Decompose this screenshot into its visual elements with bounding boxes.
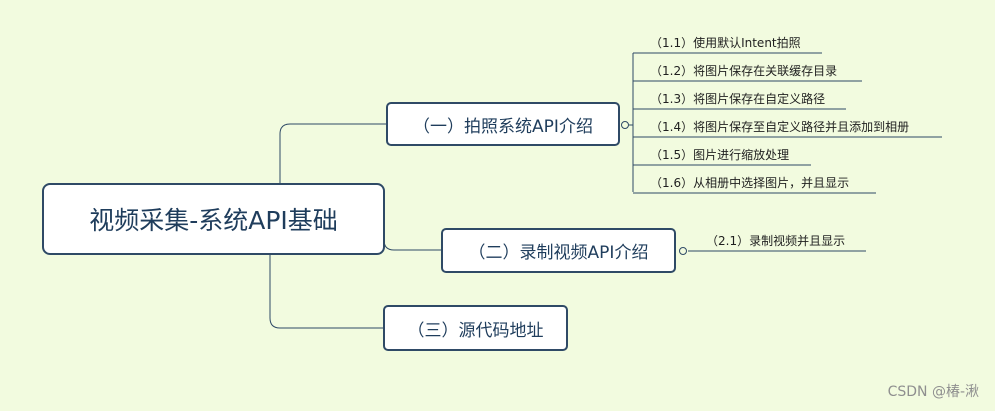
root-label: 视频采集-系统API基础 xyxy=(89,206,338,235)
branch-node-source-code[interactable]: （三）源代码地址 xyxy=(383,305,568,351)
leaf-item[interactable]: （1.1）使用默认Intent拍照 xyxy=(650,36,801,50)
branch-label: （二）录制视频API介绍 xyxy=(468,243,649,263)
branch-node-video-api[interactable]: （二）录制视频API介绍 xyxy=(441,228,676,273)
leaf-item[interactable]: （1.5）图片进行缩放处理 xyxy=(650,148,790,162)
branch-node-photo-api[interactable]: （一）拍照系统API介绍 xyxy=(386,102,620,146)
watermark: CSDN @椿-湫 xyxy=(887,384,979,400)
leaf-item[interactable]: （1.4）将图片保存至自定义路径并且添加到相册 xyxy=(650,120,910,134)
branch-label: （三）源代码地址 xyxy=(407,320,544,341)
collapse-toggle-icon[interactable] xyxy=(621,121,629,129)
root-node[interactable]: 视频采集-系统API基础 xyxy=(42,183,385,255)
collapse-toggle-icon[interactable] xyxy=(679,247,687,255)
leaf-item[interactable]: （1.2）将图片保存在关联缓存目录 xyxy=(650,64,838,78)
leaf-item[interactable]: （1.6）从相册中选择图片，并且显示 xyxy=(650,176,850,190)
leaf-item[interactable]: （1.3）将图片保存在自定义路径 xyxy=(650,92,826,106)
leaf-item[interactable]: （2.1）录制视频并且显示 xyxy=(706,234,846,248)
branch-label: （一）拍照系统API介绍 xyxy=(413,116,593,137)
